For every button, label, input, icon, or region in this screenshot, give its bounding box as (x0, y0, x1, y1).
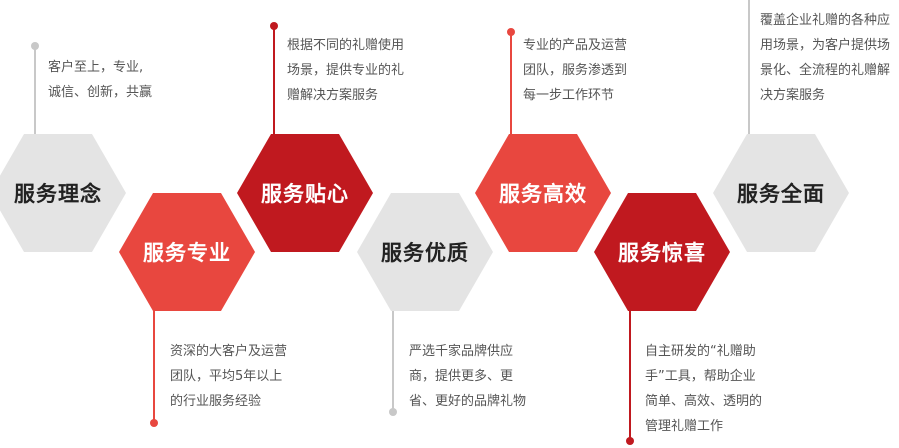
description-line: 客户至上，专业, (48, 60, 144, 75)
connector-line-3 (273, 28, 275, 148)
description-service-philosophy: 客户至上，专业, 诚信、创新，共赢 (48, 55, 152, 105)
description-line: 专业的产品及运营 (523, 38, 628, 53)
description-line: 手”工具，帮助企业 (645, 369, 756, 384)
description-service-efficient: 专业的产品及运营 团队，服务渗透到 每一步工作环节 (523, 33, 627, 108)
connector-dot-4 (389, 408, 397, 416)
description-line: 团队，服务渗透到 (523, 63, 628, 78)
hexagon-label-2: 服务专业 (143, 241, 231, 265)
connector-line-4 (392, 300, 394, 412)
description-line: 简单、高效、透明的 (645, 394, 763, 409)
description-line: 用场景，为客户提供场 (760, 38, 891, 53)
connector-line-7 (748, 0, 750, 135)
description-service-comprehensive: 覆盖企业礼赠的各种应 用场景，为客户提供场 景化、全流程的礼赠解 决方案服务 (760, 8, 890, 108)
hexagon-label-3: 服务贴心 (261, 182, 349, 206)
description-line: 根据不同的礼赠使用 (287, 38, 405, 53)
hexagon-label-6: 服务惊喜 (618, 241, 706, 265)
description-line: 的行业服务经验 (170, 394, 262, 409)
description-line: 每一步工作环节 (523, 88, 615, 103)
description-line: 诚信、创新，共赢 (48, 85, 153, 100)
connector-line-1 (34, 48, 36, 174)
description-line: 资深的大客户及运营 (170, 344, 288, 359)
hexagon-service-caring: 服务贴心 (237, 134, 373, 252)
hexagon-service-professional: 服务专业 (119, 193, 255, 311)
description-line: 商，提供更多、更 (409, 369, 514, 384)
hexagon-label-1: 服务理念 (14, 182, 102, 206)
description-line: 决方案服务 (760, 88, 826, 103)
hexagon-label-5: 服务高效 (499, 182, 587, 206)
connector-dot-1 (31, 42, 39, 50)
hexagon-service-surprise: 服务惊喜 (594, 193, 730, 311)
description-line: 省、更好的品牌礼物 (409, 394, 527, 409)
hexagon-label-7: 服务全面 (737, 182, 825, 206)
description-line: 管理礼赠工作 (645, 419, 724, 434)
hexagon-service-quality: 服务优质 (357, 193, 493, 311)
description-line: 覆盖企业礼赠的各种应 (760, 13, 891, 28)
hexagon-service-philosophy: 服务理念 (0, 134, 126, 252)
hexagon-service-efficient: 服务高效 (475, 134, 611, 252)
connector-line-2 (153, 300, 155, 422)
connector-dot-3 (270, 22, 278, 30)
connector-dot-2 (150, 419, 158, 427)
description-service-caring: 根据不同的礼赠使用 场景，提供专业的礼 赠解决方案服务 (287, 33, 404, 108)
connector-dot-6 (626, 437, 634, 445)
description-line: 景化、全流程的礼赠解 (760, 63, 891, 78)
description-line: 赠解决方案服务 (287, 88, 379, 103)
description-service-quality: 严选千家品牌供应 商，提供更多、更 省、更好的品牌礼物 (409, 339, 526, 414)
description-line: 场景，提供专业的礼 (287, 63, 405, 78)
connector-line-6 (629, 300, 631, 440)
hexagon-service-comprehensive: 服务全面 (713, 134, 849, 252)
hexagon-label-4: 服务优质 (381, 241, 469, 265)
description-service-surprise: 自主研发的“礼赠助 手”工具，帮助企业 简单、高效、透明的 管理礼赠工作 (645, 339, 762, 439)
description-service-professional: 资深的大客户及运营 团队，平均5年以上 的行业服务经验 (170, 339, 287, 414)
description-line: 自主研发的“礼赠助 (645, 344, 756, 359)
description-line: 严选千家品牌供应 (409, 344, 514, 359)
description-line: 团队，平均5年以上 (170, 369, 283, 384)
connector-dot-5 (507, 28, 515, 36)
connector-line-5 (510, 34, 512, 148)
